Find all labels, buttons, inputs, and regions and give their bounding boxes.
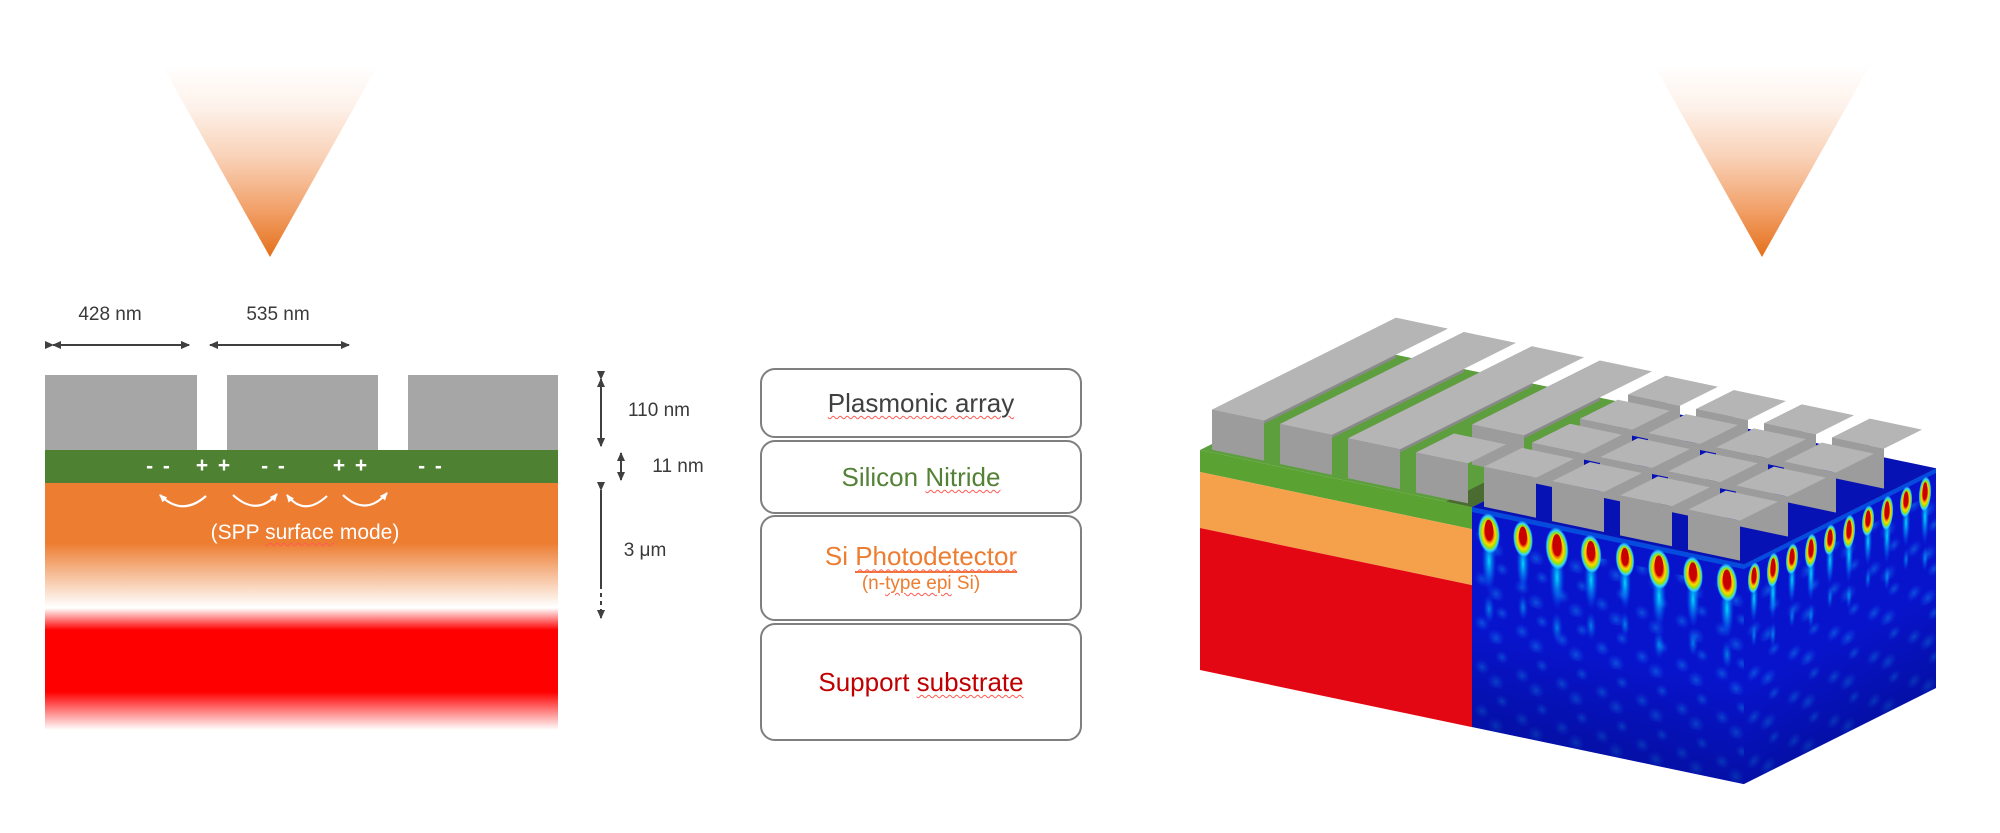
metal-block (45, 375, 197, 450)
face-si-photodetector (1200, 472, 1472, 586)
charge-pair: + + (195, 454, 233, 477)
charge-pair: + + (332, 454, 370, 477)
dim-label-11nm: 11 nm (652, 456, 704, 477)
dim-label-428nm: 428 nm (78, 304, 142, 325)
spp-mode-label: (SPP surface mode) (211, 521, 400, 545)
metal-block (408, 375, 558, 450)
top-surface-green (1200, 354, 1664, 508)
incident-light-cone-right (1654, 65, 1870, 257)
dim-label-3um: 3 μm (623, 540, 667, 561)
support-substrate-layer (45, 608, 558, 730)
legend-text: Photodetector (855, 541, 1018, 574)
legend-text: Si) (951, 572, 981, 594)
spp-label-word: surface (265, 521, 334, 544)
legend-text: Si (824, 541, 856, 572)
legend-text: Silicon (841, 461, 926, 492)
plasmonic-bars-and-cubes (1212, 317, 1922, 561)
legend-label: Silicon Nitride (842, 461, 1001, 494)
top-surface (1200, 354, 1936, 565)
legend-text: Nitride (925, 461, 1001, 492)
legend-text: array (947, 387, 1015, 418)
face-silicon-nitride (1200, 450, 1472, 530)
legend-text: Plasmonic (827, 387, 948, 418)
legend-label: Plasmonic array (828, 387, 1014, 420)
legend-text: type epi (885, 572, 952, 594)
top-surface-transition (1446, 405, 1664, 508)
legend-item-silicon-nitride: Silicon Nitride (760, 440, 1082, 514)
legend-sublabel: (n-type epi Si) (862, 573, 980, 596)
silicon-nitride-layer (45, 450, 558, 483)
face-support-substrate (1200, 528, 1472, 728)
si-photodetector-layer (45, 483, 558, 607)
legend-text: (n- (861, 572, 886, 594)
field-face-right (1744, 468, 1936, 784)
legend-text: substrate (916, 666, 1024, 697)
dim-label-110nm: 110 nm (628, 400, 690, 421)
dim-label-535nm: 535 nm (246, 304, 310, 325)
legend-item-support-substrate: Support substrate (760, 623, 1082, 741)
legend-item-plasmonic-array: Plasmonic array (760, 368, 1082, 438)
legend-label: Si Photodetector (824, 540, 1018, 574)
incident-light-cone-left (162, 65, 378, 257)
legend-item-si-photodetector: Si Photodetector (n-type epi Si) (760, 515, 1082, 621)
spp-label-pre: (SPP (210, 521, 266, 544)
face-layers-front (1200, 450, 1472, 728)
field-face-front (1472, 507, 1744, 785)
metal-block (227, 375, 378, 450)
legend-text: Support (818, 666, 917, 697)
charge-pair: - - (146, 455, 172, 478)
top-surface-blue (1472, 411, 1936, 565)
charge-pair: - - (418, 455, 444, 478)
spp-label-post: mode) (333, 521, 400, 544)
charge-pair: - - (261, 455, 287, 478)
field-hot-dots (1591, 450, 1831, 530)
legend-label: Support substrate (818, 666, 1023, 699)
